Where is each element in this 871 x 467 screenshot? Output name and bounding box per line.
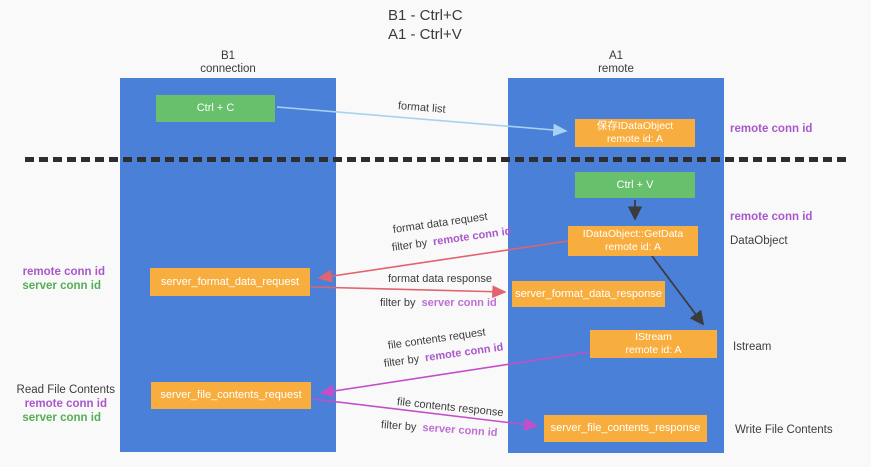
save-idataobject-line1: 保存IDataObject [596, 120, 674, 132]
node-ctrl-c: Ctrl + C [156, 95, 275, 122]
filter-by-text: filter by [380, 419, 417, 434]
node-idataobject-getdata: IDataObject::GetData remote id: A [568, 226, 698, 256]
diagram-title: B1 - Ctrl+C A1 - Ctrl+V [388, 6, 463, 44]
left-read-file-contents-label: Read File Contents [16, 384, 115, 396]
title-line-1: B1 - Ctrl+C [388, 7, 463, 24]
arrow-getdata-to-istream [651, 255, 705, 326]
right-istream-label: Istream [733, 341, 772, 353]
lane-b1-subtitle: connection [200, 63, 256, 75]
istream-line1: IStream [635, 331, 672, 343]
right-remote-conn-id-2: remote conn id [730, 211, 813, 223]
node-ctrl-v: Ctrl + V [575, 172, 695, 198]
arrow-format-list [276, 106, 568, 137]
ctrl-v-label: Ctrl + V [616, 178, 654, 191]
ctrl-c-label: Ctrl + C [196, 102, 235, 114]
node-server-file-contents-request: server_file_contents_request [151, 382, 311, 409]
right-remote-conn-id-1: remote conn id [730, 123, 813, 135]
istream-line2: remote id: A [625, 344, 682, 356]
lane-header-b1: B1 connection [120, 50, 336, 76]
right-write-file-contents-label: Write File Contents [735, 424, 833, 436]
getdata-line2: remote id: A [604, 241, 662, 253]
format-data-response-text: format data response [388, 273, 492, 285]
arrow-file-contents-request [319, 351, 590, 398]
arrow-format-data-request [317, 240, 569, 283]
save-idataobject-line2: remote id: A [606, 133, 664, 145]
format-request-label: server_format_data_request [160, 275, 300, 288]
left-remote-conn-id-2: remote conn id [24, 398, 107, 410]
arrow-file-contents-response [312, 398, 539, 431]
node-istream: IStream remote id: A [590, 330, 717, 358]
right-dataobject-label: DataObject [730, 235, 788, 247]
lane-a1-name: A1 [608, 50, 624, 62]
lane-b1-name: B1 [220, 50, 236, 62]
title-line-2: A1 - Ctrl+V [388, 26, 462, 43]
left-remote-conn-id-1: remote conn id [22, 266, 105, 278]
node-server-format-data-request: server_format_data_request [150, 268, 310, 296]
phase-divider-dashed-line [25, 157, 848, 162]
left-server-conn-id-2: server conn id [22, 412, 101, 424]
lane-a1-subtitle: remote [598, 63, 634, 75]
file-response-label: server_file_contents_response [550, 422, 701, 434]
arrow-format-data-response [310, 285, 507, 299]
filter-by-text: filter by [380, 297, 416, 309]
left-server-conn-id-1: server conn id [22, 280, 101, 292]
format-response-label: server_format_data_response [515, 287, 662, 300]
node-server-format-data-response: server_format_data_response [512, 281, 665, 307]
server-conn-id-text: server conn id [421, 297, 497, 309]
getdata-line1: IDataObject::GetData [582, 228, 684, 240]
lane-header-a1: A1 remote [508, 50, 724, 76]
edge-label-filter-server-1: filter by server conn id [380, 297, 497, 309]
file-request-label: server_file_contents_request [160, 389, 302, 401]
node-server-file-contents-response: server_file_contents_response [544, 415, 707, 442]
node-save-idataobject: 保存IDataObject remote id: A [575, 119, 695, 147]
edge-label-format-data-response: format data response [388, 273, 492, 285]
